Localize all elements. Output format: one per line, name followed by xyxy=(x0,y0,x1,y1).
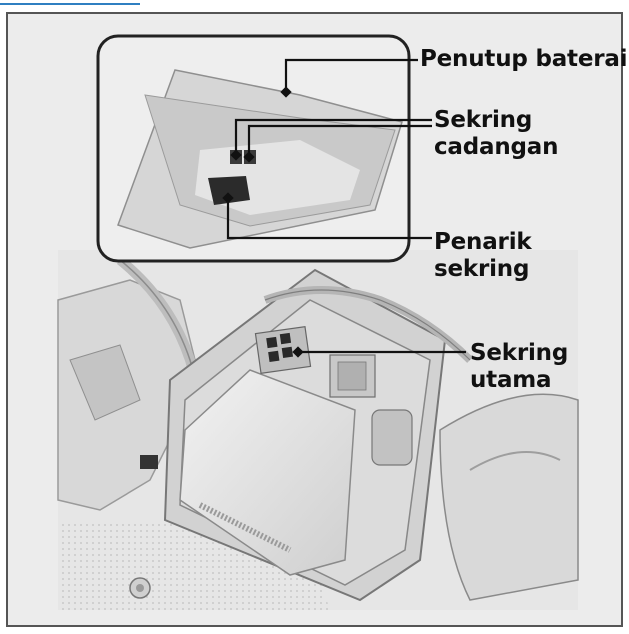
label-main-fuses-line-1: Sekring xyxy=(470,340,568,367)
label-spare-fuses: Sekring cadangan xyxy=(434,107,558,161)
label-fuse-puller: Penarik sekring xyxy=(434,229,531,283)
label-battery-cover: Penutup baterai xyxy=(420,46,627,73)
relay-box-inner xyxy=(338,362,366,390)
label-spare-fuses-line-2: cadangan xyxy=(434,134,558,161)
label-fuse-puller-line-2: sekring xyxy=(434,256,531,283)
main-fuse-block xyxy=(255,327,310,374)
right-intake xyxy=(440,394,578,600)
label-main-fuses-line-2: utama xyxy=(470,367,568,394)
engine-bay-scene xyxy=(58,250,578,610)
label-fuse-puller-line-1: Penarik xyxy=(434,229,531,256)
label-battery-cover-text: Penutup baterai xyxy=(420,46,627,73)
inset-detail xyxy=(98,36,409,261)
label-spare-fuses-line-1: Sekring xyxy=(434,107,558,134)
connector-block xyxy=(140,455,158,469)
bolt-center xyxy=(136,584,144,592)
label-main-fuses: Sekring utama xyxy=(470,340,568,394)
side-cylinder xyxy=(372,410,412,465)
